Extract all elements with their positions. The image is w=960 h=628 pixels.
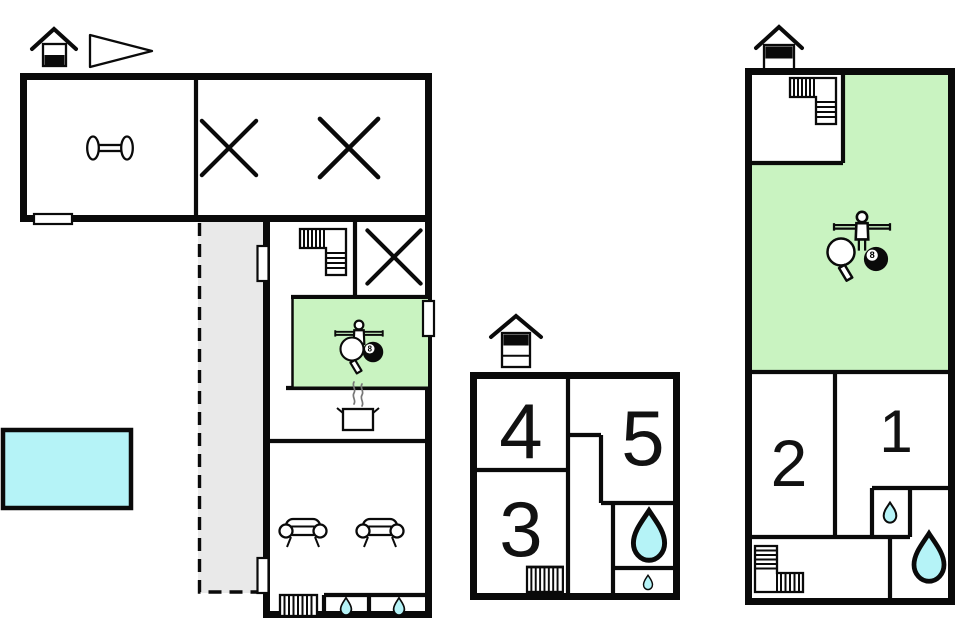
- eight-ball-icon: [362, 341, 384, 363]
- room-label: 1: [879, 398, 912, 465]
- stairs-icon: [278, 593, 319, 618]
- house-level-indicator-icon: [489, 313, 543, 369]
- room-label: 3: [499, 485, 542, 573]
- wind-flag-icon: [88, 33, 154, 69]
- terrace-area: [197, 220, 264, 594]
- stairs-icon: [525, 565, 565, 594]
- eight-ball-icon: [863, 246, 889, 272]
- room-label: 4: [499, 387, 542, 475]
- annex-building: 4 5 3: [470, 313, 680, 600]
- house-level-indicator-icon: [30, 26, 78, 68]
- stairs-icon: [753, 544, 805, 594]
- doors-windows: [32, 212, 436, 595]
- annex-interior-walls: [477, 376, 677, 596]
- main-interior-walls: [193, 76, 429, 618]
- swimming-pool: [0, 427, 134, 511]
- house-level-indicator-icon: [754, 24, 804, 73]
- cooking-pot-icon: [336, 381, 380, 432]
- guesthouse-interior-walls: [752, 75, 948, 602]
- room-label: 5: [621, 394, 664, 482]
- guesthouse-building: 2 1: [745, 24, 955, 605]
- dumbbell-icon: [86, 135, 134, 161]
- room-label: 2: [771, 426, 808, 500]
- main-building: [20, 73, 436, 618]
